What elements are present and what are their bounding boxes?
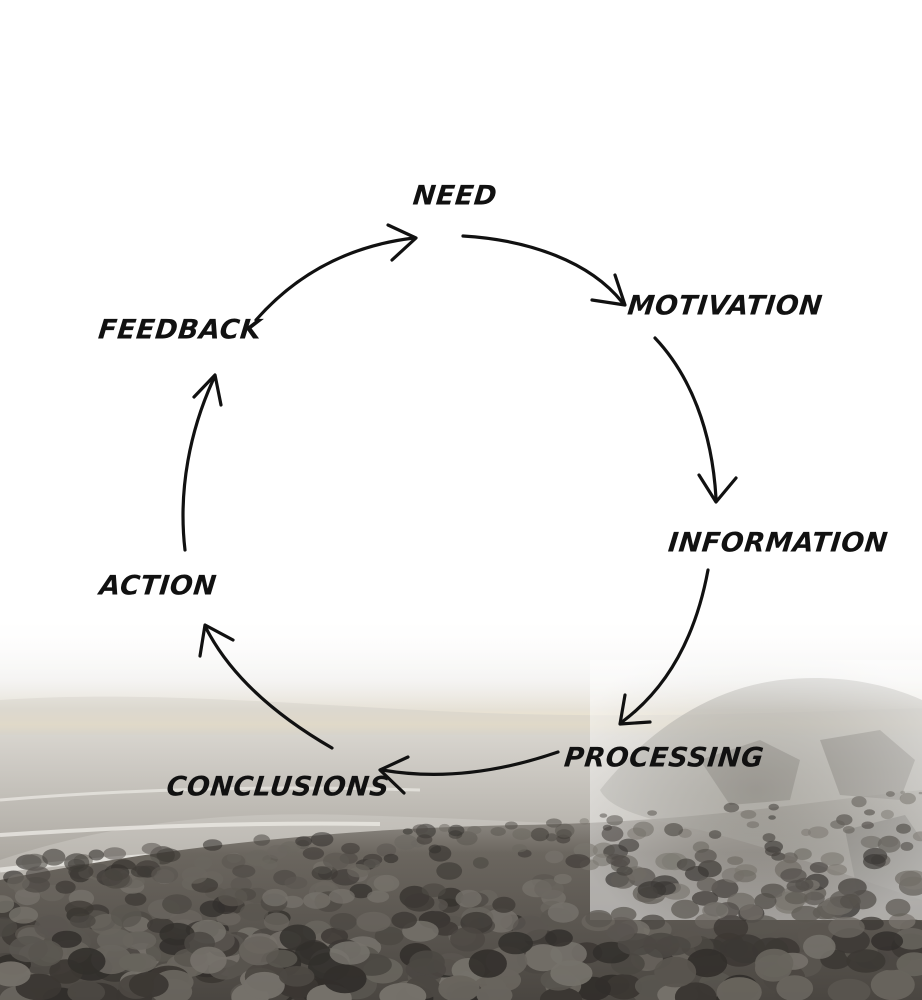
arrow-feedback-to-need [256, 238, 414, 320]
stage-label-feedback: FEEDBACK [97, 315, 263, 346]
arrow-motivation-to-information [655, 338, 716, 498]
arrow-processing-to-conclusions [382, 752, 558, 774]
arrowhead-conclusions-to-action [200, 625, 233, 656]
arrow-information-to-processing [622, 570, 708, 722]
stage-label-need: NEED [411, 181, 498, 212]
arrowhead-motivation-to-information [699, 475, 736, 502]
stage-label-motivation: MOTIVATION [626, 291, 824, 322]
stage-label-action: ACTION [98, 571, 218, 602]
stage-label-information: INFORMATION [667, 528, 890, 559]
arrow-need-to-motivation [463, 236, 622, 302]
arrow-conclusions-to-action [206, 628, 332, 748]
arrow-action-to-feedback [183, 378, 214, 550]
stage-label-processing: PROCESSING [563, 743, 766, 774]
stage-label-conclusions: CONCLUSIONS [165, 772, 391, 803]
